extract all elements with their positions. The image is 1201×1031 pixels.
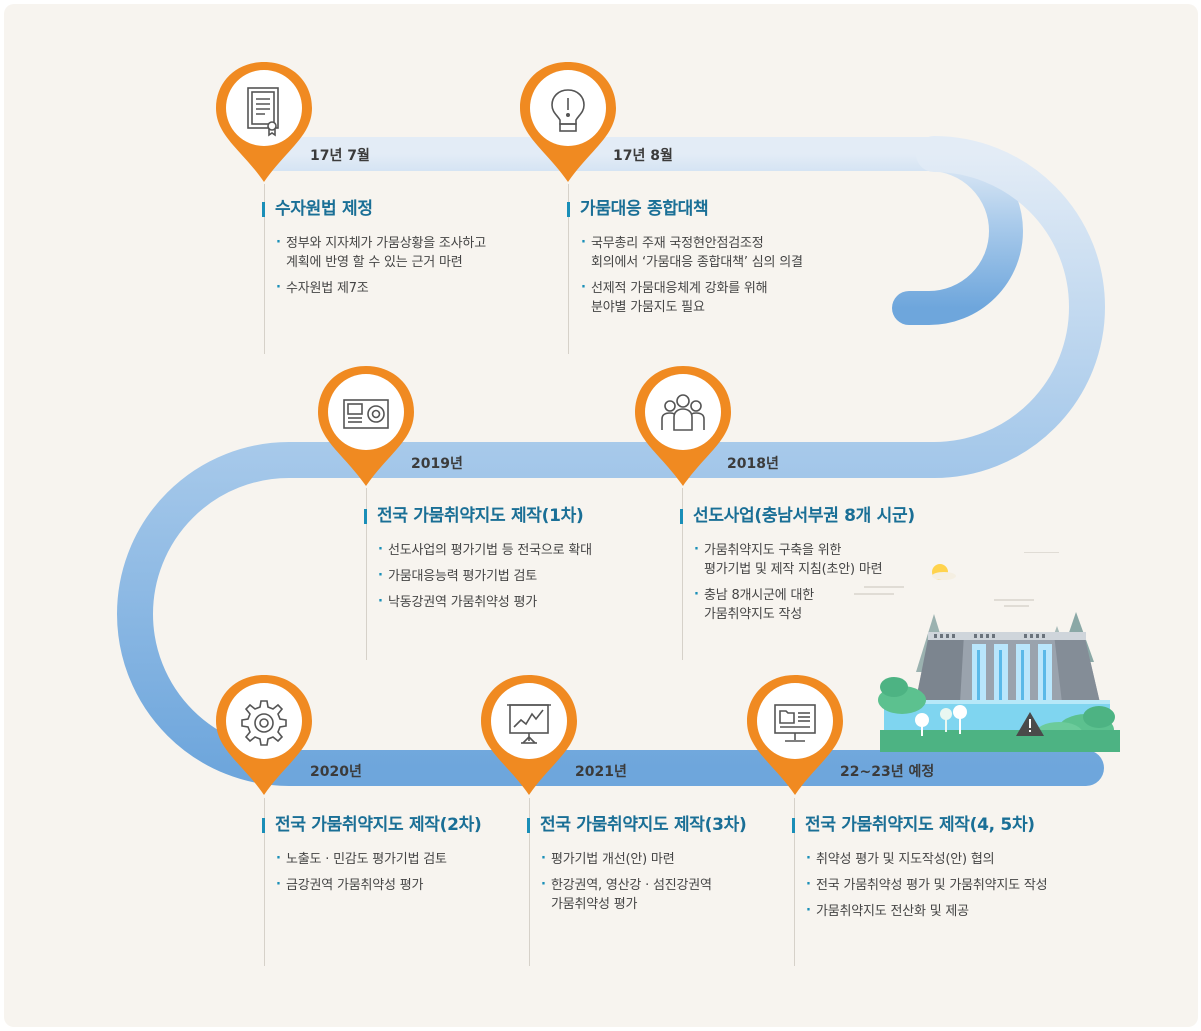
connector-line bbox=[682, 488, 683, 660]
milestone-title: 선도사업(충남서부권 8개 시군) bbox=[680, 505, 915, 527]
map-pin-marker bbox=[477, 671, 581, 799]
certificate-document-icon bbox=[247, 87, 279, 137]
sun-icon bbox=[932, 564, 956, 580]
dam-illustration bbox=[854, 552, 1120, 752]
milestone-item: 선제적 가뭄대응체계 강화를 위해 분야별 가뭄지도 필요 bbox=[581, 278, 803, 317]
milestone-item: 한강권역, 영산강 · 섬진강권역 가뭄취약성 평가 bbox=[541, 875, 746, 914]
milestone-item: 취약성 평가 및 지도작성(안) 협의 bbox=[806, 849, 1047, 869]
milestone-item: 가뭄대응능력 평가기법 검토 bbox=[378, 566, 592, 586]
map-device-icon bbox=[343, 399, 389, 429]
milestone-items: 국무총리 주재 국정현안점검조정 회의에서 ‘가뭄대응 종합대책’ 심의 의결 … bbox=[567, 233, 803, 317]
map-pin-marker bbox=[314, 362, 418, 490]
milestone-title: 전국 가뭄취약지도 제작(3차) bbox=[527, 814, 747, 836]
milestone-items: 취약성 평가 및 지도작성(안) 협의 전국 가뭄취약성 평가 및 가뭄취약지도… bbox=[792, 849, 1048, 921]
milestone-title: 가뭄대응 종합대책 bbox=[567, 198, 803, 220]
milestone-item: 수자원법 제7조 bbox=[276, 278, 486, 298]
connector-line bbox=[264, 798, 265, 966]
milestone-items: 노출도 · 민감도 평가기법 검토 금강권역 가뭄취약성 평가 bbox=[262, 849, 481, 895]
timeline-infographic: 17년 7월 수자원법 제정 정부와 지자체가 가뭄상황을 조사하고 계획에 반… bbox=[4, 4, 1198, 1027]
milestone-date: 22~23년 예정 bbox=[840, 764, 935, 780]
milestone-item: 선도사업의 평가기법 등 전국으로 확대 bbox=[378, 540, 592, 560]
milestone-item: 가뭄취약지도 구축을 위한 평가기법 및 제작 지침(초안) 마련 bbox=[694, 540, 915, 579]
winding-timeline-track bbox=[117, 136, 1105, 786]
connector-line bbox=[366, 488, 367, 660]
map-pin-marker bbox=[743, 671, 847, 799]
milestone-card: 전국 가뭄취약지도 제작(4, 5차) 취약성 평가 및 지도작성(안) 협의 … bbox=[792, 814, 1048, 928]
milestone-item: 전국 가뭄취약성 평가 및 가뭄취약지도 작성 bbox=[806, 875, 1048, 895]
map-pin-marker bbox=[631, 362, 735, 490]
milestone-card: 전국 가뭄취약지도 제작(3차) 평가기법 개선(안) 마련 한강권역, 영산강… bbox=[527, 814, 747, 921]
milestone-items: 가뭄취약지도 구축을 위한 평가기법 및 제작 지침(초안) 마련 충남 8개시… bbox=[680, 540, 915, 624]
milestone-title: 전국 가뭄취약지도 제작(1차) bbox=[364, 505, 592, 527]
monitor-folder-icon bbox=[774, 704, 816, 742]
milestone-date: 2020년 bbox=[310, 764, 362, 780]
milestone-item: 가뭄취약지도 전산화 및 제공 bbox=[806, 901, 1047, 921]
milestone-card: 수자원법 제정 정부와 지자체가 가뭄상황을 조사하고 계획에 반영 할 수 있… bbox=[262, 198, 486, 305]
milestone-item: 금강권역 가뭄취약성 평가 bbox=[276, 875, 481, 895]
connector-line bbox=[264, 184, 265, 354]
milestone-title: 수자원법 제정 bbox=[262, 198, 486, 220]
milestone-item: 평가기법 개선(안) 마련 bbox=[541, 849, 746, 869]
milestone-card: 가뭄대응 종합대책 국무총리 주재 국정현안점검조정 회의에서 ‘가뭄대응 종합… bbox=[567, 198, 803, 324]
map-pin-marker bbox=[212, 671, 316, 799]
milestone-date: 2019년 bbox=[411, 456, 463, 472]
milestone-title: 전국 가뭄취약지도 제작(4, 5차) bbox=[792, 814, 1047, 836]
connector-line bbox=[794, 798, 795, 966]
milestone-item: 정부와 지자체가 가뭄상황을 조사하고 계획에 반영 할 수 있는 근거 마련 bbox=[276, 233, 486, 272]
milestone-date: 17년 7월 bbox=[310, 148, 370, 164]
milestone-date: 2021년 bbox=[575, 764, 627, 780]
milestone-item: 충남 8개시군에 대한 가뭄취약지도 작성 bbox=[694, 585, 915, 624]
milestone-items: 평가기법 개선(안) 마련 한강권역, 영산강 · 섬진강권역 가뭄취약성 평가 bbox=[527, 849, 746, 914]
milestone-date: 2018년 bbox=[727, 456, 779, 472]
presentation-chart-icon bbox=[507, 704, 551, 744]
milestone-title: 전국 가뭄취약지도 제작(2차) bbox=[262, 814, 482, 836]
milestone-card: 전국 가뭄취약지도 제작(2차) 노출도 · 민감도 평가기법 검토 금강권역 … bbox=[262, 814, 482, 902]
map-pin-marker bbox=[212, 58, 316, 186]
milestone-card: 선도사업(충남서부권 8개 시군) 가뭄취약지도 구축을 위한 평가기법 및 제… bbox=[680, 505, 915, 631]
connector-line bbox=[529, 798, 530, 966]
people-group-icon bbox=[661, 394, 705, 431]
lightbulb-icon bbox=[551, 89, 585, 132]
milestone-card: 전국 가뭄취약지도 제작(1차) 선도사업의 평가기법 등 전국으로 확대 가뭄… bbox=[364, 505, 592, 619]
milestone-item: 국무총리 주재 국정현안점검조정 회의에서 ‘가뭄대응 종합대책’ 심의 의결 bbox=[581, 233, 803, 272]
milestone-item: 낙동강권역 가뭄취약성 평가 bbox=[378, 592, 592, 612]
milestone-items: 선도사업의 평가기법 등 전국으로 확대 가뭄대응능력 평가기법 검토 낙동강권… bbox=[364, 540, 592, 612]
map-pin-marker bbox=[516, 58, 620, 186]
milestone-items: 정부와 지자체가 가뭄상황을 조사하고 계획에 반영 할 수 있는 근거 마련 … bbox=[262, 233, 486, 298]
milestone-date: 17년 8월 bbox=[613, 148, 673, 164]
connector-line bbox=[568, 184, 569, 354]
gear-icon bbox=[241, 700, 287, 746]
milestone-item: 노출도 · 민감도 평가기법 검토 bbox=[276, 849, 481, 869]
warning-sign-icon bbox=[1016, 712, 1044, 736]
